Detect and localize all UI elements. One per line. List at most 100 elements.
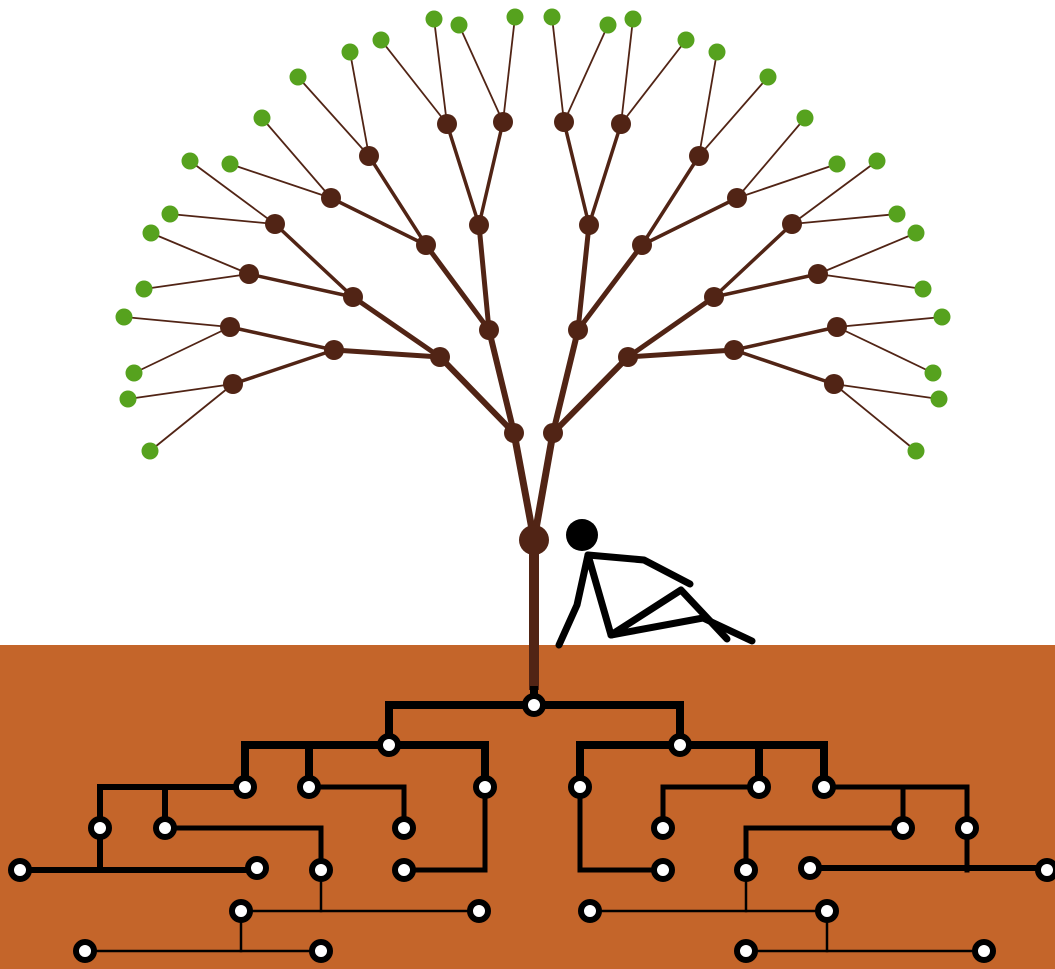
branch-node <box>689 146 709 166</box>
tree-twig <box>502 16 516 123</box>
person-icon <box>555 519 756 649</box>
circuit-pad <box>891 816 915 840</box>
tree-canopy <box>115 8 951 690</box>
tree-twig <box>297 76 370 157</box>
tree-branch <box>437 354 517 436</box>
tree-branch <box>550 354 631 436</box>
circuit-trace <box>577 784 666 873</box>
circuit-pad <box>309 858 333 882</box>
leaf <box>914 280 932 298</box>
circuit-pad <box>1035 858 1055 882</box>
branch-node <box>554 112 574 132</box>
tree-twig <box>123 316 231 328</box>
circuit-pad <box>473 775 497 799</box>
tree-branch <box>587 122 623 227</box>
circuit-pad <box>297 775 321 799</box>
tree-branch <box>550 327 581 436</box>
tree-twig <box>127 383 234 400</box>
circuit-pad <box>88 816 112 840</box>
circuit-pad <box>651 858 675 882</box>
person-head <box>566 519 598 551</box>
person-limb <box>584 551 694 588</box>
tree-twig <box>143 273 250 290</box>
tree-twig <box>620 18 634 125</box>
leaf <box>677 31 695 49</box>
tree-twig <box>817 232 917 275</box>
circuit-pad <box>229 899 253 923</box>
branch-node <box>808 264 828 284</box>
tree-branch <box>228 325 336 352</box>
circuit-pad <box>815 899 839 923</box>
tree-twig <box>261 117 332 199</box>
tree-twig <box>433 18 448 125</box>
leaf <box>425 10 443 28</box>
tree-branch <box>732 325 839 352</box>
circuit-pad <box>245 856 269 880</box>
tree-branch <box>445 122 481 227</box>
circuit-pad <box>233 775 257 799</box>
circuit-pad <box>578 899 602 923</box>
tree-twig <box>169 213 276 225</box>
leaf <box>759 68 777 86</box>
circuit-pad <box>8 858 32 882</box>
leaf <box>933 308 951 326</box>
tree-twig <box>698 76 769 157</box>
tree-twig <box>791 160 878 225</box>
leaf <box>161 205 179 223</box>
tree-branch <box>732 348 836 386</box>
tree-twig <box>736 117 806 199</box>
tree-twig <box>620 39 687 125</box>
tree-twig <box>698 51 718 157</box>
leaf <box>907 224 925 242</box>
branch-node <box>343 287 363 307</box>
tree-twig <box>791 213 898 225</box>
circuit-pad <box>747 775 771 799</box>
tree-branch <box>423 242 492 333</box>
person-limb <box>607 614 756 645</box>
tree-branch <box>575 242 645 333</box>
circuit-pad <box>798 856 822 880</box>
leaf <box>135 280 153 298</box>
circuit-pad <box>668 733 692 757</box>
branch-node <box>543 423 563 443</box>
circuit-trace <box>162 825 324 873</box>
circuit-pad <box>309 939 333 963</box>
circuit-pad <box>377 733 401 757</box>
tree-branch <box>510 429 538 544</box>
tree-branch <box>476 222 492 333</box>
tree-twig <box>189 160 276 225</box>
leaf <box>141 442 159 460</box>
tree-branch <box>273 222 355 299</box>
tree-twig <box>563 24 609 123</box>
soil-ground <box>0 645 1055 969</box>
tree-branch <box>477 120 505 227</box>
tree-twig <box>551 16 565 123</box>
leaf <box>115 308 133 326</box>
leaf <box>221 155 239 173</box>
circuit-trace <box>306 784 407 831</box>
branch-node <box>239 264 259 284</box>
tree-branch <box>367 154 428 247</box>
tree-branch <box>640 154 701 247</box>
branch-node <box>265 214 285 234</box>
leaf <box>506 8 524 26</box>
leaf <box>119 390 137 408</box>
leaf <box>372 31 390 49</box>
tree-twig <box>133 326 231 374</box>
branch-node <box>321 188 341 208</box>
person-limb <box>584 551 615 639</box>
circuit-pad <box>568 775 592 799</box>
leaf <box>599 16 617 34</box>
tree-twig <box>833 383 917 452</box>
branch-node <box>724 340 744 360</box>
tree-branch <box>562 120 591 227</box>
leaf <box>142 224 160 242</box>
leaf <box>341 43 359 61</box>
tree-branch <box>486 327 517 436</box>
leaf <box>796 109 814 127</box>
branch-node <box>782 214 802 234</box>
circuit-pad <box>467 899 491 923</box>
leaf <box>543 8 561 26</box>
branch-node <box>618 347 638 367</box>
circuit-trace <box>821 784 970 873</box>
